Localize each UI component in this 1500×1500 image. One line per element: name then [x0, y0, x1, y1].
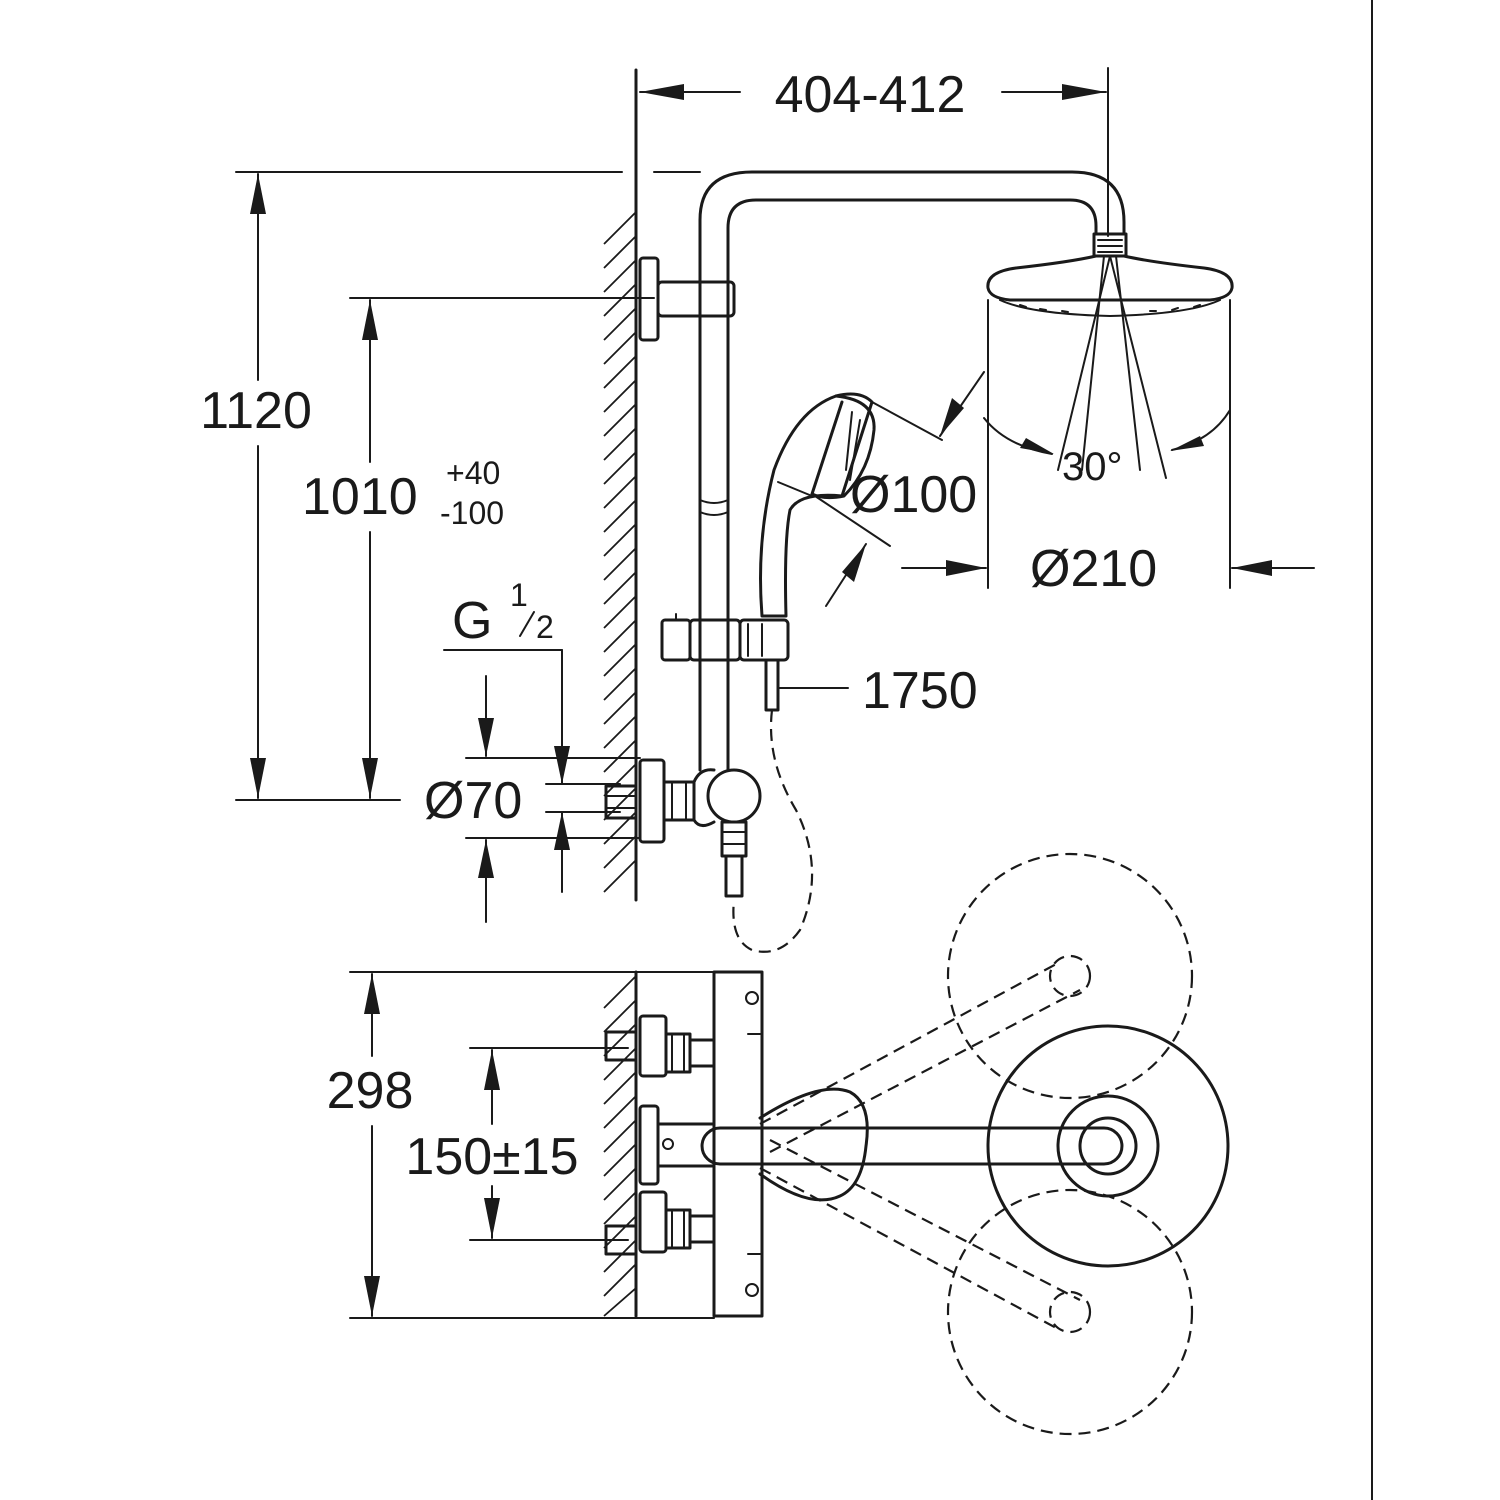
- label-connection-diameter: Ø70: [424, 772, 522, 830]
- label-rail-tol-minus: -100: [440, 495, 504, 531]
- dim-inlet-centres: [469, 1047, 629, 1241]
- wall-side: [603, 68, 638, 902]
- upper-wall-bracket: [638, 256, 736, 342]
- thread-fraction-slash: [519, 611, 535, 637]
- upper-inlet: [604, 1014, 716, 1078]
- dim-total-height: [235, 171, 701, 801]
- headshower: [983, 232, 1234, 479]
- riser-rail: [698, 170, 1126, 772]
- label-headshower-diameter: Ø210: [1030, 540, 1157, 598]
- dim-thread: [443, 649, 621, 893]
- label-thread-num: 1: [510, 577, 528, 613]
- label-rail-tol-plus: +40: [446, 455, 500, 491]
- label-headshower-tilt: 30°: [1062, 445, 1123, 489]
- swivel-positions: [759, 852, 1194, 1436]
- label-thread-prefix: G: [452, 592, 492, 650]
- wall-plan: [603, 970, 638, 1318]
- label-handshower-diameter: Ø100: [850, 466, 977, 524]
- label-inlet-centres: 150±15: [405, 1128, 578, 1186]
- dim-rail-height: [349, 297, 655, 799]
- label-hose-length: 1750: [862, 662, 978, 720]
- label-arm-projection: 404-412: [775, 66, 966, 124]
- dim-thermostat-depth: [349, 971, 715, 1319]
- label-thermostat-depth: 298: [327, 1062, 414, 1120]
- label-total-height: 1120: [200, 382, 312, 440]
- plan-view: [349, 852, 1230, 1436]
- shower-arm-plan: [638, 1024, 1230, 1268]
- handshower: [759, 392, 876, 618]
- dim-handshower-diameter: [811, 371, 985, 607]
- lower-inlet: [604, 1190, 716, 1256]
- dim-connection-diameter: [465, 675, 641, 923]
- lower-connection: [604, 758, 762, 898]
- handshower-plan: [758, 1087, 869, 1202]
- handshower-holder: [660, 613, 790, 712]
- label-thread-den: 2: [536, 609, 554, 645]
- thermostat-body: [712, 970, 764, 1318]
- dim-headshower-diameter: [901, 299, 1315, 589]
- label-rail-height: 1010: [302, 468, 418, 526]
- shower-hose: [732, 709, 814, 953]
- dim-arm-projection: [639, 67, 1109, 237]
- side-elevation-view: [235, 67, 1315, 953]
